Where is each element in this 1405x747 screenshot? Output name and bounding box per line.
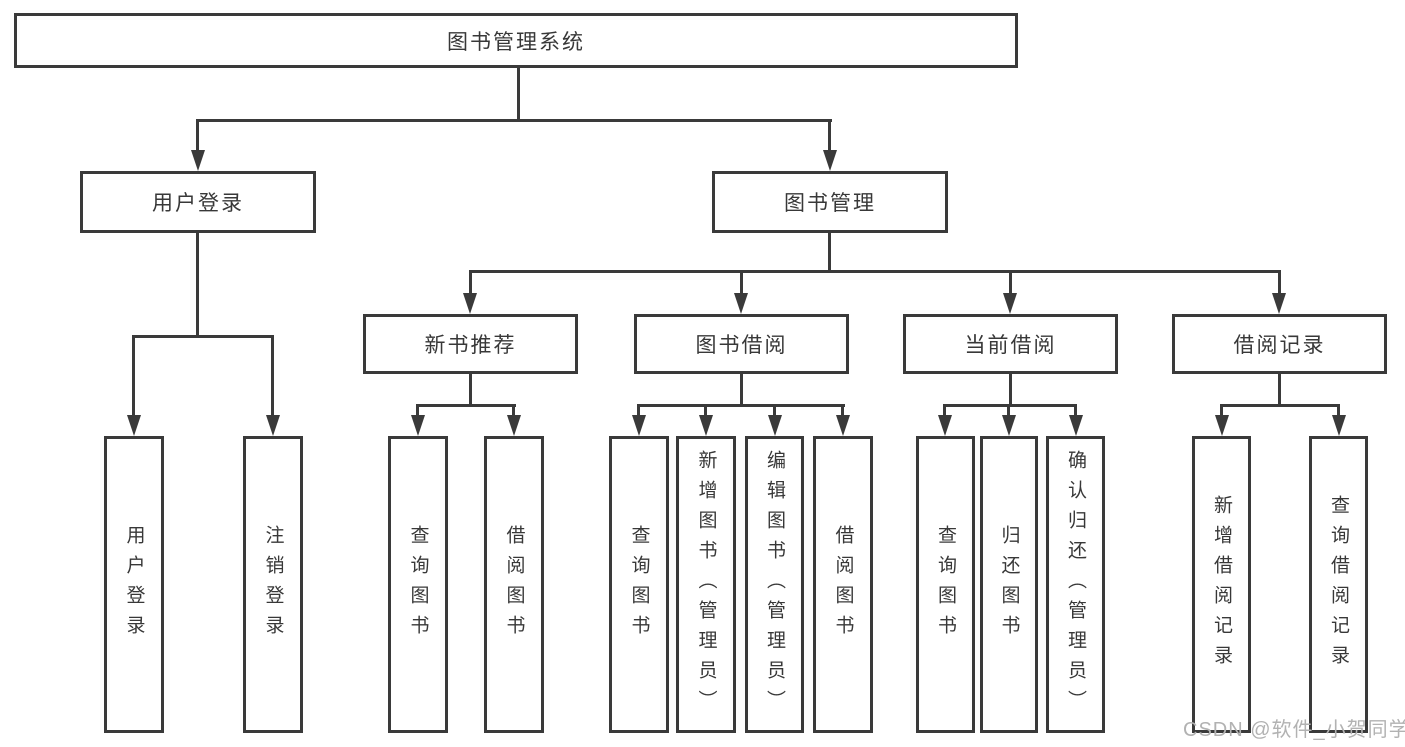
edge-line — [740, 272, 743, 294]
edge-line — [1074, 406, 1077, 417]
leaf-confirm-return-admin-label: 确认归还（管理员） — [1065, 449, 1086, 720]
arrow-down-icon — [836, 415, 850, 436]
arrow-down-icon — [507, 415, 521, 436]
leaf-logout: 注销登录 — [243, 436, 303, 733]
leaf-query-borrow-record-label: 查询借阅记录 — [1328, 494, 1349, 675]
node-user-login-label: 用户登录 — [152, 192, 244, 215]
node-new-book-recommend: 新书推荐 — [363, 314, 578, 374]
leaf-query-books-borrow: 查询图书 — [609, 436, 669, 733]
edge-line — [196, 119, 832, 122]
arrow-down-icon — [411, 415, 425, 436]
leaf-borrow-books-label: 借阅图书 — [832, 524, 854, 645]
arrow-down-icon — [191, 150, 205, 171]
leaf-logout-label: 注销登录 — [262, 524, 284, 645]
edge-line — [469, 373, 472, 406]
edge-line — [1337, 406, 1340, 417]
node-root-label: 图书管理系统 — [447, 30, 585, 54]
edge-line — [704, 406, 707, 417]
edge-line — [1009, 272, 1012, 294]
node-borrow-record: 借阅记录 — [1172, 314, 1387, 374]
arrow-down-icon — [1332, 415, 1346, 436]
edge-line — [1220, 406, 1223, 417]
leaf-return-books-label: 归还图书 — [998, 524, 1020, 645]
edge-line — [943, 406, 946, 417]
arrow-down-icon — [1003, 293, 1017, 314]
edge-line — [773, 406, 776, 417]
edge-line — [1278, 373, 1281, 406]
arrow-down-icon — [266, 415, 280, 436]
edge-line — [1220, 404, 1340, 407]
edge-line — [828, 233, 831, 272]
edge-line — [740, 373, 743, 406]
edge-line — [416, 406, 419, 417]
edge-line — [271, 337, 274, 416]
leaf-add-books-admin: 新增图书（管理员） — [676, 436, 736, 733]
node-book-borrow-label: 图书借阅 — [695, 334, 788, 357]
leaf-confirm-return-admin: 确认归还（管理员） — [1046, 436, 1105, 733]
node-current-borrow-label: 当前借阅 — [964, 334, 1057, 357]
edge-line — [416, 404, 516, 407]
node-user-login: 用户登录 — [80, 171, 316, 233]
leaf-user-login: 用户登录 — [104, 436, 164, 733]
leaf-edit-books-admin-label: 编辑图书（管理员） — [764, 449, 785, 720]
edge-line — [517, 68, 520, 121]
leaf-edit-books-admin: 编辑图书（管理员） — [745, 436, 804, 733]
arrow-down-icon — [823, 150, 837, 171]
arrow-down-icon — [1215, 415, 1229, 436]
arrow-down-icon — [768, 415, 782, 436]
leaf-query-books-borrow-label: 查询图书 — [628, 524, 650, 645]
arrow-down-icon — [463, 293, 477, 314]
edge-line — [828, 121, 831, 151]
leaf-user-login-label: 用户登录 — [123, 524, 145, 645]
leaf-add-borrow-record-label: 新增借阅记录 — [1211, 494, 1232, 675]
leaf-query-books-recommend: 查询图书 — [388, 436, 448, 733]
edge-line — [637, 404, 845, 407]
arrow-down-icon — [1069, 415, 1083, 436]
edge-line — [1009, 373, 1012, 406]
leaf-borrow-books-recommend-label: 借阅图书 — [503, 524, 525, 645]
edge-line — [196, 121, 199, 151]
leaf-borrow-books: 借阅图书 — [813, 436, 873, 733]
edge-line — [637, 406, 640, 417]
edge-line — [132, 335, 274, 338]
node-root: 图书管理系统 — [14, 13, 1018, 68]
node-book-borrow: 图书借阅 — [634, 314, 849, 374]
leaf-query-books-current: 查询图书 — [916, 436, 975, 733]
node-new-book-recommend-label: 新书推荐 — [424, 334, 517, 357]
leaf-query-borrow-record: 查询借阅记录 — [1309, 436, 1368, 733]
arrow-down-icon — [1272, 293, 1286, 314]
arrow-down-icon — [1002, 415, 1016, 436]
node-book-management-label: 图书管理 — [784, 192, 876, 215]
arrow-down-icon — [938, 415, 952, 436]
leaf-add-books-admin-label: 新增图书（管理员） — [695, 449, 717, 720]
arrow-down-icon — [734, 293, 748, 314]
csdn-watermark: CSDN @软件_小贺同学 — [1183, 719, 1405, 741]
edge-line — [943, 404, 1077, 407]
edge-line — [469, 270, 1281, 273]
leaf-return-books: 归还图书 — [980, 436, 1038, 733]
edge-line — [1278, 272, 1281, 294]
leaf-add-borrow-record: 新增借阅记录 — [1192, 436, 1251, 733]
arrow-down-icon — [699, 415, 713, 436]
edge-line — [1007, 406, 1010, 417]
leaf-query-books-current-label: 查询图书 — [935, 524, 956, 645]
arrow-down-icon — [127, 415, 141, 436]
edge-line — [841, 406, 844, 417]
leaf-query-books-recommend-label: 查询图书 — [407, 524, 429, 645]
node-borrow-record-label: 借阅记录 — [1233, 334, 1326, 357]
leaf-borrow-books-recommend: 借阅图书 — [484, 436, 544, 733]
node-current-borrow: 当前借阅 — [903, 314, 1118, 374]
edge-line — [196, 233, 199, 337]
node-book-management: 图书管理 — [712, 171, 948, 233]
edge-line — [512, 406, 515, 417]
arrow-down-icon — [632, 415, 646, 436]
edge-line — [469, 272, 472, 294]
edge-line — [132, 337, 135, 416]
